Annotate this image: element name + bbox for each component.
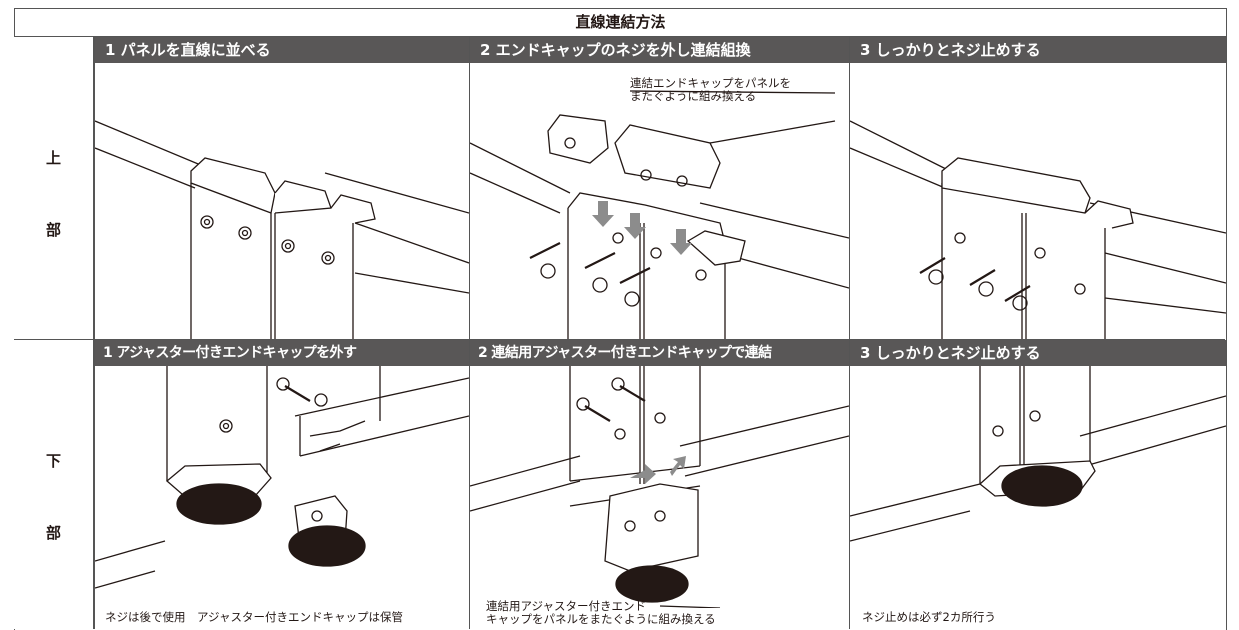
step-caption: ネジ止めは必ず2カ所行う <box>862 610 996 624</box>
step-upper-2: 2 エンドキャップのネジを外し連結組換 連結エンドキャップをパネルを またぐよう… <box>469 37 849 339</box>
step-lower-3: 3 しっかりとネジ止めする ネジ止めは必ず2カ所行う <box>849 340 1226 629</box>
step-heading: 2 エンドキャップのネジを外し連結組換 <box>470 37 849 63</box>
step-upper-2-illustration <box>470 90 849 339</box>
step-lower-2: 2 連結用アジャスター付きエンドキャップで連結 連結用アジャスター付きエンド キ… <box>469 340 849 629</box>
step-upper-1: 1 パネルを直線に並べる <box>94 37 469 339</box>
step-caption: ネジは後で使用 アジャスター付きエンドキャップは保管 <box>105 610 403 624</box>
step-heading: 3 しっかりとネジ止めする <box>850 340 1226 366</box>
step-upper-3: 3 しっかりとネジ止めする <box>849 37 1226 339</box>
row-label-lower-bottom: 部 <box>45 524 61 542</box>
step-lower-1: 1 アジャスター付きエンドキャップを外す ネジは後で使用 アジャスター付きエンド… <box>94 340 469 629</box>
step-lower-1-illustration <box>95 366 469 589</box>
step-heading: 2 連結用アジャスター付きエンドキャップで連結 <box>470 340 849 366</box>
row-label-lower: 下 部 <box>14 340 94 629</box>
row-label-upper: 上 部 <box>14 37 94 339</box>
step-lower-3-illustration <box>850 366 1226 542</box>
step-upper-3-illustration <box>850 120 1226 339</box>
row-label-lower-top: 下 <box>45 452 61 470</box>
step-caption: 連結エンドキャップをパネルを またぐように組み換える <box>630 76 791 103</box>
step-heading: 1 アジャスター付きエンドキャップを外す <box>95 340 469 366</box>
step-upper-1-illustration <box>95 120 469 339</box>
step-caption: 連結用アジャスター付きエンド キャップをパネルをまたぐように組み換える <box>486 599 716 626</box>
row-label-upper-top: 上 <box>45 149 61 167</box>
row-divider <box>14 339 1225 340</box>
row-label-upper-bottom: 部 <box>45 221 61 239</box>
step-lower-2-illustration <box>470 366 849 608</box>
sheet-title: 直線連結方法 <box>14 8 1227 36</box>
step-heading: 1 パネルを直線に並べる <box>95 37 469 63</box>
step-heading: 3 しっかりとネジ止めする <box>850 37 1226 63</box>
